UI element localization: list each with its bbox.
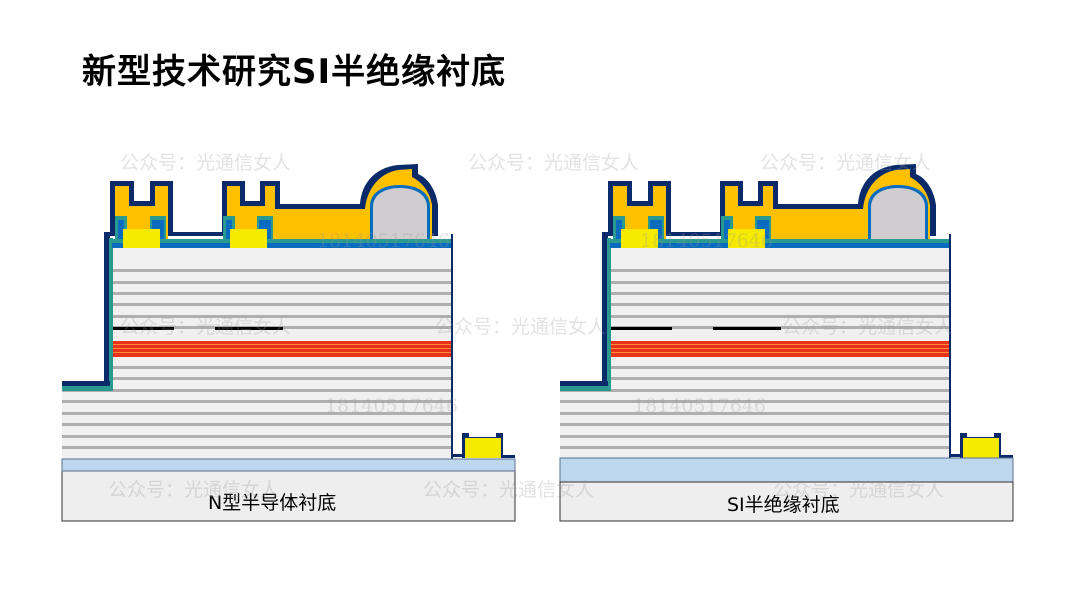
- slide-title: 新型技术研究SI半绝缘衬底: [82, 52, 507, 92]
- watermark: 公众号：光通信女人: [468, 152, 640, 174]
- watermark: 公众号：光通信女人: [120, 316, 292, 338]
- watermark: 公众号：光通信女人: [120, 152, 292, 174]
- watermark: 公众号：光通信女人: [760, 152, 932, 174]
- watermark: 公众号：光通信女人: [108, 479, 280, 501]
- watermark: 公众号：光通信女人: [435, 316, 607, 338]
- buffer-layer: [61, 458, 516, 472]
- watermark: 18140517646: [317, 230, 450, 252]
- watermark: 18140517646: [640, 230, 773, 252]
- watermark: 公众号：光通信女人: [782, 316, 954, 338]
- vcsel-si-substrate-diagram: [559, 163, 1014, 522]
- substrate-label-n-type: N型半导体衬底: [208, 492, 337, 514]
- watermark: 公众号：光通信女人: [773, 479, 945, 501]
- watermark: 公众号：光通信女人: [423, 479, 595, 501]
- vcsel-n-substrate-diagram: [61, 163, 516, 522]
- substrate-label-si: SI半绝缘衬底: [727, 494, 840, 516]
- watermark: 18140517646: [325, 395, 458, 417]
- semi-insulating-layer: [559, 457, 1014, 483]
- watermark: 18140517646: [633, 395, 766, 417]
